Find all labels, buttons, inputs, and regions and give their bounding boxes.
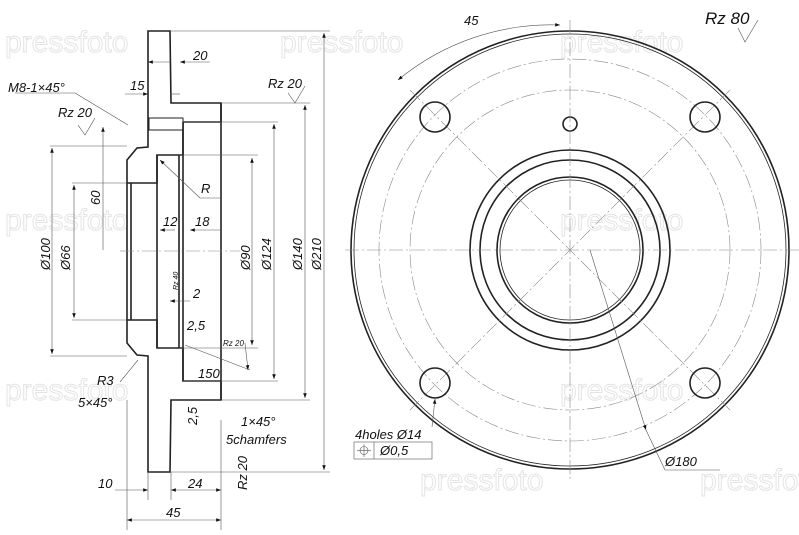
tolerance-frame	[353, 441, 433, 460]
rz20-label: Rz 20	[268, 76, 303, 91]
drawing-line	[287, 85, 306, 104]
radius-label: R	[201, 181, 210, 196]
dim-15: 15	[130, 78, 145, 93]
drawing-line	[589, 249, 647, 431]
dim-12: 12	[163, 214, 178, 229]
dim-2: 2	[192, 286, 201, 301]
section-lower	[126, 319, 222, 473]
drawing-line	[77, 117, 96, 136]
drawing-line	[119, 359, 139, 383]
dia-210: Ø210	[309, 237, 324, 271]
front-view: 45 Rz 80 4holes Ø14 Ø0,5 Ø180	[345, 9, 799, 480]
dim-60: 60	[88, 190, 103, 205]
rz20-label: Rz 20	[58, 105, 93, 120]
watermarks: pressfoto pressfoto pressfoto pressfoto …	[5, 26, 799, 498]
section-view: M8-1×45° Rz 20 Rz 20 15 20 R 12 18 Rz 40…	[8, 30, 330, 530]
position-tolerance: Ø0,5	[379, 443, 409, 458]
chamfer-1x45-label: 1×45°	[241, 414, 275, 429]
rz40-label: Rz 40	[173, 272, 180, 290]
drawing-line	[409, 89, 731, 411]
drawing-line	[737, 19, 759, 43]
dia-100: Ø100	[38, 237, 53, 271]
drawing-line	[431, 398, 437, 428]
dia-140: Ø140	[290, 237, 305, 271]
drawing-line	[645, 429, 666, 471]
dim-24: 24	[187, 476, 202, 491]
dia-66: Ø66	[58, 245, 73, 271]
dia-124: Ø124	[259, 238, 274, 271]
dim-45: 45	[166, 505, 181, 520]
chamfer-5x45-label: 5×45°	[78, 395, 112, 410]
pcd-label: Ø180	[664, 454, 698, 469]
bolt-hole	[419, 367, 451, 399]
drawing-line	[74, 92, 129, 126]
drawing-line	[148, 117, 184, 131]
drawing-line	[244, 342, 250, 371]
thread-label: M8-1×45°	[8, 80, 65, 95]
bolt-holes	[419, 101, 721, 399]
drawing-line	[159, 159, 201, 199]
drawing-line	[397, 23, 561, 81]
watermark-text: pressfoto	[5, 374, 128, 407]
dim-10: 10	[98, 476, 113, 491]
watermark-text: pressfoto	[5, 26, 128, 59]
watermark-text: pressfoto	[700, 464, 799, 497]
dim-18: 18	[195, 214, 210, 229]
watermark-text: pressfoto	[420, 464, 543, 497]
dim-2-5: 2,5	[185, 406, 200, 426]
chamfers-count-label: 5chamfers	[226, 432, 287, 447]
drawing-line	[184, 344, 251, 371]
bolt-hole	[689, 101, 721, 133]
bolt-hole	[419, 101, 451, 133]
holes-note: 4holes Ø14	[355, 427, 422, 442]
r3-label: R3	[97, 373, 114, 388]
roughness-rz80: Rz 80	[705, 9, 750, 28]
rz20-small-label: Rz 20	[223, 339, 244, 348]
bolt-hole	[689, 367, 721, 399]
dim-150: 150	[198, 366, 220, 381]
watermark-text: pressfoto	[560, 374, 683, 407]
watermark-text: pressfoto	[5, 204, 128, 237]
drawing-line	[126, 319, 222, 473]
watermark-text: pressfoto	[560, 204, 683, 237]
dia-90: Ø90	[238, 245, 253, 271]
dim-2-5: 2,5	[186, 318, 206, 333]
drawing-line	[126, 30, 222, 184]
angle-45: 45	[464, 13, 479, 28]
dim-20: 20	[192, 48, 208, 63]
rz20-bottom-label: Rz 20	[235, 455, 250, 490]
